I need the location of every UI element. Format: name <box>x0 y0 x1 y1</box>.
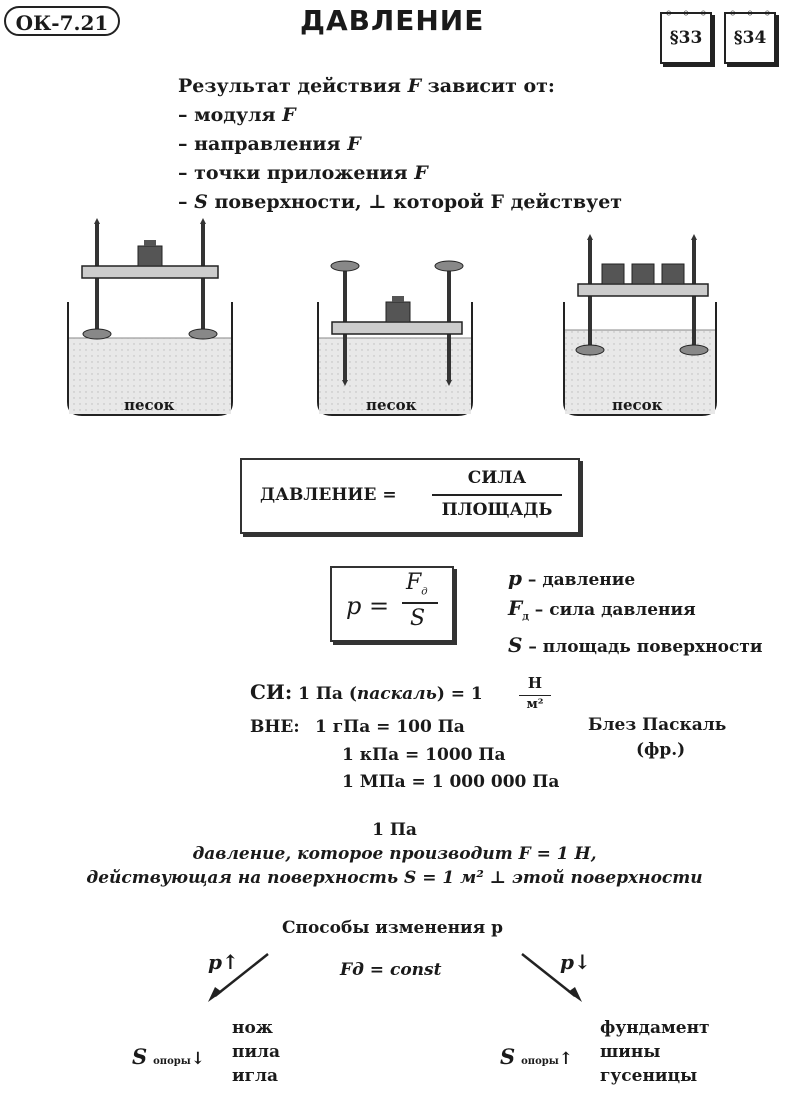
right-p-down: p↓ <box>560 950 591 974</box>
intro-item: – точки приложения F <box>178 162 428 184</box>
left-area-label: S опоры↓ <box>132 1044 206 1069</box>
person-note: (фр.) <box>636 740 686 760</box>
vessel-2-label: песок <box>366 396 417 414</box>
unit-row-hpa: 1 гПа = 100 Па <box>315 717 465 737</box>
arrow-left <box>214 953 269 997</box>
formula-lhs: p = <box>346 592 390 620</box>
paragraph-ref-33-label: §33 <box>660 12 712 64</box>
definition-line-2: давление, которое производит F = 1 Н, <box>192 844 597 864</box>
methods-title: Способы изменения p <box>282 918 504 938</box>
list-item: шины <box>600 1042 661 1062</box>
legend-row-s: S – площадь поверхности <box>508 633 763 658</box>
fraction-bar <box>432 494 562 496</box>
intro-list: Результат действия F зависит от: – модул… <box>178 72 622 217</box>
right-area-label: S опоры↑ <box>500 1044 574 1069</box>
word-formula-denominator: ПЛОЩАДЬ <box>441 500 553 520</box>
definition-line-1: 1 Па <box>372 820 417 840</box>
paragraph-ref-34-label: §34 <box>724 12 776 64</box>
person-name: Блез Паскаль <box>588 715 727 735</box>
list-item: игла <box>232 1066 279 1086</box>
formula-legend: p – давление Fд – сила давления S – площ… <box>508 564 762 661</box>
document-code-badge: ОК-7.21 <box>4 6 120 36</box>
vessel-1-legs-down <box>67 218 233 416</box>
unit-row-kpa: 1 кПа = 1000 Па <box>342 745 506 765</box>
pressure-formula-box: p = Fд S <box>330 566 454 642</box>
word-formula-box: ДАВЛЕНИЕ = СИЛА ПЛОЩАДЬ <box>240 458 580 534</box>
legend-row-f: Fд – сила давления <box>508 596 696 623</box>
si-unit-line: СИ: 1 Па (паскаль) = 1 <box>250 680 483 704</box>
si-frac-den: м² <box>526 697 544 712</box>
intro-heading: Результат действия F зависит от: <box>178 75 555 97</box>
vessel-2-legs-up <box>317 260 473 416</box>
list-item: фундамент <box>600 1018 710 1038</box>
page-title: ДАВЛЕНИЕ <box>300 4 485 37</box>
left-items-list: нож пила игла <box>232 1016 280 1088</box>
method-arrows <box>208 953 582 1002</box>
intro-item: – направления F <box>178 133 361 155</box>
force-const: Fд = const <box>340 960 442 980</box>
intro-item: – S поверхности, ⊥ которой F действует <box>178 191 623 213</box>
si-frac-num: Н <box>527 674 543 692</box>
vessel-1-label: песок <box>124 396 175 414</box>
list-item: гусеницы <box>600 1066 698 1086</box>
sand-vessels-illustration <box>67 218 717 416</box>
unit-row-mpa: 1 МПа = 1 000 000 Па <box>342 772 560 792</box>
formula-numerator: Fд <box>406 570 428 598</box>
word-formula-numerator: СИЛА <box>467 468 527 488</box>
paragraph-ref-33: ◦◦◦ §33 <box>660 4 712 64</box>
vessel-3-three-weights <box>563 234 717 416</box>
definition-line-3: действующая на поверхность S = 1 м² ⊥ эт… <box>86 868 703 888</box>
arrow-right <box>521 953 576 997</box>
vessel-3-label: песок <box>612 396 663 414</box>
right-items-list: фундамент шины гусеницы <box>600 1016 710 1088</box>
legend-row-p: p – давление <box>508 566 636 590</box>
intro-item: – модуля F <box>178 104 296 126</box>
fraction-bar <box>402 602 438 604</box>
list-item: пила <box>232 1042 281 1062</box>
paragraph-ref-34: ◦◦◦ §34 <box>724 4 776 64</box>
list-item: нож <box>232 1018 273 1038</box>
vne-label: ВНЕ: <box>250 717 300 737</box>
left-p-up: p↑ <box>208 950 239 974</box>
word-formula-left: ДАВЛЕНИЕ = <box>260 485 397 505</box>
fraction-bar <box>519 695 551 696</box>
formula-denominator: S <box>410 606 426 631</box>
